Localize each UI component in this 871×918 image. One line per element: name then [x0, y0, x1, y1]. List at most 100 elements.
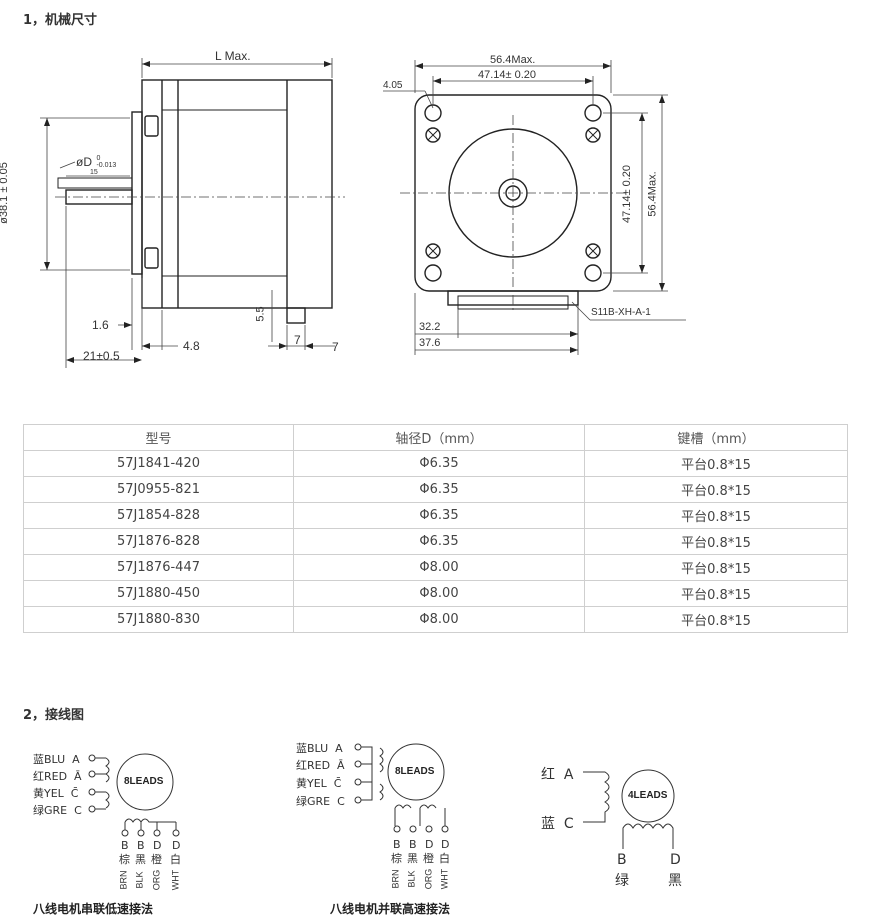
- series-bottom-en: WHT: [170, 869, 181, 891]
- four-lead: 红 A: [541, 767, 574, 783]
- parallel-bottom-letter: D: [425, 838, 434, 851]
- cell-shaft: Φ6.35: [293, 502, 585, 529]
- series-bottom-cn: 黑: [135, 853, 146, 866]
- series-bottom-letter: B: [121, 839, 129, 852]
- parallel-motor-label: 8LEADS: [395, 766, 435, 777]
- dim-hole-spacing: 47.14± 0.20: [478, 69, 537, 81]
- dim-flat-length: 15: [90, 169, 98, 176]
- dim-5-5: 5.5: [254, 306, 267, 322]
- series-bottom-letter: D: [153, 839, 162, 852]
- series-caption: 八线电机串联低速接法: [33, 902, 154, 916]
- cell-keyway: 平台0.8*15: [584, 450, 848, 477]
- parallel-bottom-cn: 白: [439, 852, 450, 865]
- header-keyway: 键槽（mm）: [584, 424, 848, 451]
- cell-model: 57J1880-450: [23, 580, 294, 607]
- cell-shaft: Φ8.00: [293, 554, 585, 581]
- header-shaft-diameter: 轴径D（mm）: [293, 424, 585, 451]
- shaft-tol-bottom: -0.013: [96, 161, 117, 169]
- dim-4-8: 4.8: [183, 339, 200, 353]
- four-bottom-cn: 黑: [668, 873, 682, 889]
- dim-hole-diameter: 4.05: [383, 80, 403, 91]
- cell-model: 57J1841-420: [23, 450, 294, 477]
- cell-keyway: 平台0.8*15: [584, 502, 848, 529]
- parallel-lead: 蓝BLU A: [296, 742, 343, 755]
- parallel-lead: 红RED Ā: [296, 759, 345, 772]
- four-lead: 蓝 C: [541, 816, 574, 832]
- cell-keyway: 平台0.8*15: [584, 528, 848, 555]
- series-lead: 红RED Ā: [33, 770, 82, 783]
- parallel-lead: 绿GRE C: [296, 795, 345, 808]
- parallel-bottom-cn: 橙: [423, 852, 434, 865]
- section-title-wiring: 2，接线图: [23, 708, 85, 723]
- dim-v-width-max: 56.4Max.: [646, 171, 659, 217]
- shaft-tol-top: 0: [96, 154, 101, 162]
- cell-shaft: Φ6.35: [293, 476, 585, 503]
- dim-v-hole-spacing: 47.14± 0.20: [621, 164, 634, 224]
- cell-model: 57J1876-828: [23, 528, 294, 555]
- parallel-bottom-en: WHT: [439, 868, 450, 890]
- cell-model: 57J0955-821: [23, 476, 294, 503]
- series-bottom-cn: 棕: [119, 853, 130, 866]
- section-title-dimensions: 1，机械尺寸: [23, 13, 98, 28]
- cell-model: 57J1854-828: [23, 502, 294, 529]
- parallel-lead: 黄YEL C̄: [296, 777, 342, 790]
- dim-width-max: 56.4Max.: [490, 54, 536, 66]
- cell-shaft: Φ8.00: [293, 606, 585, 633]
- cell-model: 57J1876-447: [23, 554, 294, 581]
- series-bottom-letter: D: [172, 839, 181, 852]
- series-bottom-en: ORG: [151, 869, 162, 891]
- series-bottom-en: BRN: [118, 870, 129, 890]
- series-bottom-en: BLK: [134, 871, 145, 889]
- dim-21: 21±0.5: [83, 349, 120, 363]
- parallel-bottom-en: ORG: [423, 868, 434, 890]
- series-bottom-cn: 橙: [151, 853, 162, 866]
- cell-shaft: Φ6.35: [293, 528, 585, 555]
- parallel-caption: 八线电机并联高速接法: [330, 902, 451, 916]
- series-motor-label: 8LEADS: [124, 776, 164, 787]
- parallel-bottom-en: BLK: [406, 870, 417, 888]
- dim-shaft-diameter: øD 0 -0.013: [76, 153, 116, 171]
- dim-7a: 7: [294, 333, 301, 347]
- cell-keyway: 平台0.8*15: [584, 476, 848, 503]
- shaft-d-symbol: øD: [76, 155, 92, 169]
- connector-label: S11B-XH-A-1: [591, 307, 651, 318]
- series-lead: 蓝BLU A: [33, 753, 80, 766]
- series-bottom-letter: B: [137, 839, 145, 852]
- four-motor-label: 4LEADS: [628, 790, 668, 801]
- series-bottom-cn: 白: [170, 853, 181, 866]
- cell-model: 57J1880-830: [23, 606, 294, 633]
- dim-32-2: 32.2: [419, 321, 441, 333]
- dim-7b: 7: [332, 340, 339, 354]
- dim-1-6: 1.6: [92, 318, 109, 332]
- dim-flange-diameter: ø38.1 ± 0.05: [0, 162, 10, 224]
- parallel-bottom-cn: 黑: [407, 852, 418, 865]
- four-bottom-letter: B: [617, 852, 627, 868]
- parallel-bottom-letter: B: [393, 838, 401, 851]
- cell-keyway: 平台0.8*15: [584, 606, 848, 633]
- series-lead: 绿GRE C: [33, 804, 82, 817]
- cell-keyway: 平台0.8*15: [584, 580, 848, 607]
- dim-l-max: L Max.: [215, 49, 251, 63]
- cell-shaft: Φ6.35: [293, 450, 585, 477]
- parallel-bottom-en: BRN: [390, 869, 401, 889]
- four-bottom-cn: 绿: [615, 873, 629, 889]
- parallel-bottom-letter: B: [409, 838, 417, 851]
- cell-shaft: Φ8.00: [293, 580, 585, 607]
- parallel-bottom-letter: D: [441, 838, 450, 851]
- cell-keyway: 平台0.8*15: [584, 554, 848, 581]
- parallel-bottom-cn: 棕: [391, 852, 402, 865]
- four-bottom-letter: D: [670, 852, 681, 868]
- series-lead: 黄YEL C̄: [33, 787, 79, 800]
- dim-37-6: 37.6: [419, 337, 441, 349]
- header-model: 型号: [23, 424, 294, 451]
- table-header-row: 型号 轴径D（mm） 键槽（mm）: [23, 424, 848, 451]
